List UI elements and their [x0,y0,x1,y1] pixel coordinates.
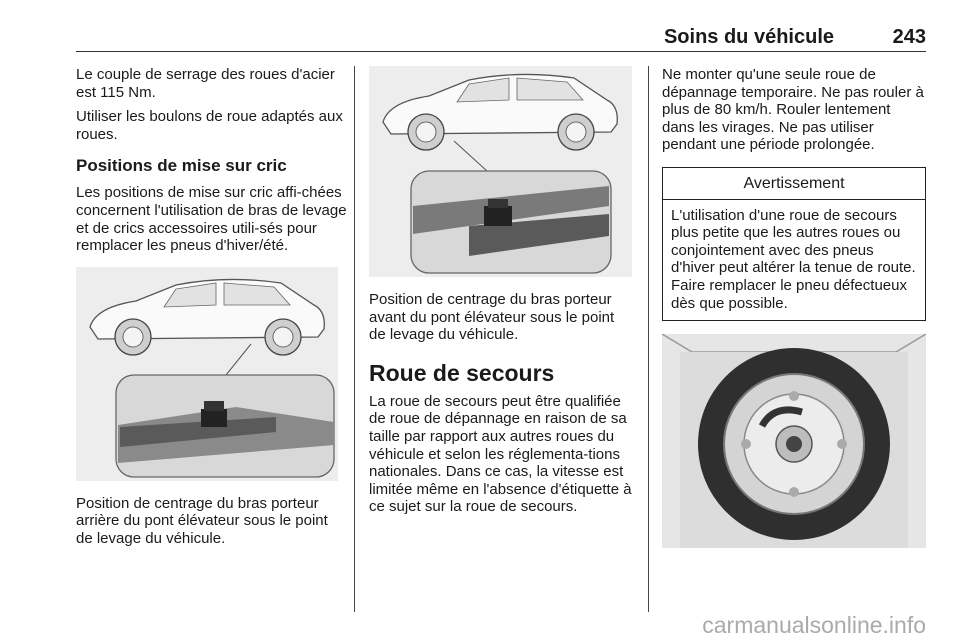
spare-wheel-heading: Roue de secours [369,359,555,386]
car-side-front-lift-icon [369,66,632,277]
column-1: Le couple de serrage des roues d'acier e… [76,66,348,548]
warning-title: Avertissement [663,168,925,200]
car-side-rear-lift-icon [76,266,338,481]
torque-paragraph: Le couple de serrage des roues d'acier e… [76,66,335,101]
temporary-wheel-paragraph: Ne monter qu'une seule roue de dépannage… [662,66,924,154]
front-lift-caption: Position de centrage du bras porteur ava… [369,291,615,344]
page-header: Soins du véhicule 243 [76,26,926,50]
page-number: 243 [892,26,926,48]
column-3: Ne monter qu'une seule roue de dépannage… [662,66,926,549]
warning-box: Avertissement L'utilisation d'une roue d… [662,166,926,322]
rear-lift-caption: Position de centrage du bras porteur arr… [76,494,328,547]
warning-text: L'utilisation d'une roue de secours plus… [671,206,916,312]
jacking-positions-heading: Positions de mise sur cric [76,156,287,176]
spare-wheel-paragraph: La roue de secours peut être qualifiée d… [369,392,632,516]
spare-wheel-illustration [662,334,926,549]
section-title: Soins du véhicule [663,26,834,48]
column-divider [648,66,649,612]
front-lift-point-illustration [369,66,632,277]
bolts-paragraph: Utiliser les boulons de roue adaptés aux… [76,108,343,143]
header-rule [76,51,926,52]
column-divider [354,66,355,612]
rear-lift-point-illustration [76,266,338,481]
watermark: carmanualsonline.info [702,612,926,638]
jacking-positions-paragraph: Les positions de mise sur cric affi-chée… [76,184,347,255]
spare-wheel-icon [662,334,926,549]
column-2: Position de centrage du bras porteur ava… [369,66,635,516]
